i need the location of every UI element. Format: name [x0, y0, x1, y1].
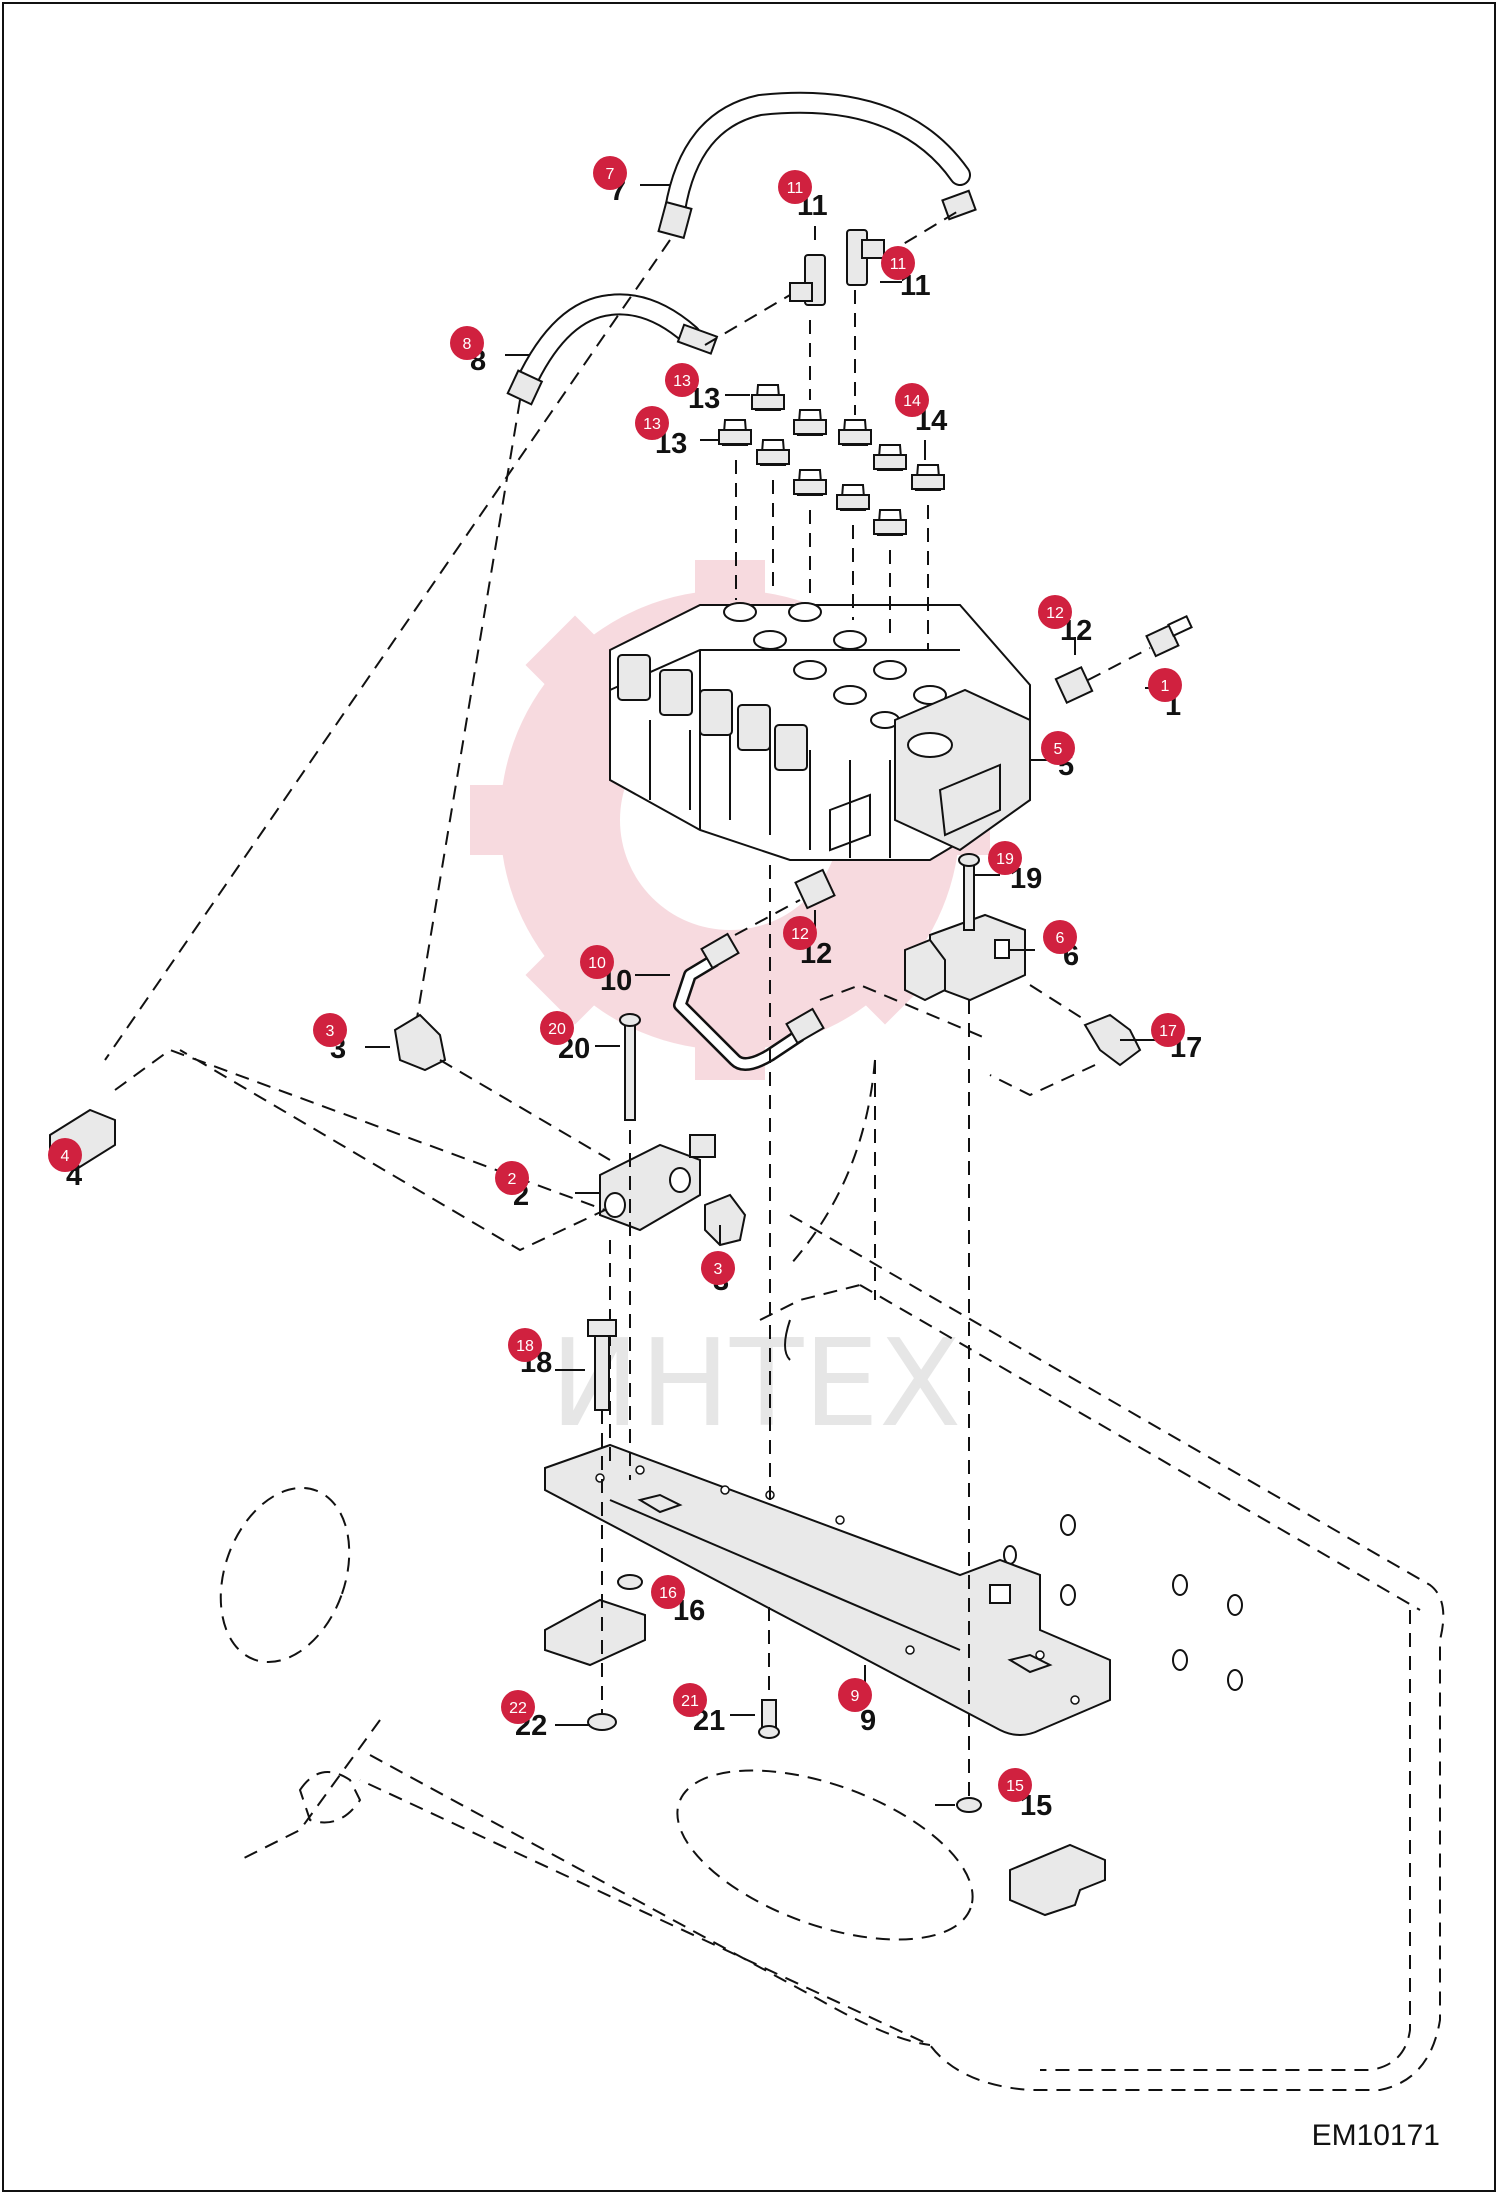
badge-1: 1 [1148, 668, 1182, 702]
svg-text:5: 5 [1054, 741, 1063, 758]
frame-holes [1003, 1514, 1243, 1691]
badge-12a: 12 [1038, 595, 1072, 629]
valve-fittings [718, 290, 945, 650]
svg-text:10: 10 [588, 955, 606, 972]
elbow-fitting [1083, 1013, 1142, 1067]
badge-11a: 11 [778, 170, 812, 204]
mounting-plate [544, 1443, 1111, 1736]
svg-text:13: 13 [673, 373, 691, 390]
solenoid-block [904, 853, 1026, 1800]
badge-17: 17 [1151, 1013, 1185, 1047]
watermark-text: ИНТЕХ [550, 1315, 961, 1454]
svg-text:21: 21 [681, 1693, 699, 1710]
label-9: 9 [860, 1705, 876, 1737]
badge-13b: 13 [635, 406, 669, 440]
svg-text:11: 11 [890, 256, 907, 273]
check-valve-block [599, 1013, 716, 1480]
badge-14: 14 [895, 383, 929, 417]
badge-10: 10 [580, 945, 614, 979]
svg-text:6: 6 [1056, 930, 1065, 947]
svg-text:11: 11 [787, 180, 804, 197]
svg-text:7: 7 [606, 166, 615, 183]
badge-3a: 3 [313, 1013, 347, 1047]
badge-9: 9 [838, 1678, 872, 1712]
svg-text:15: 15 [1006, 1778, 1024, 1795]
callout-badges: 1 2 3 3 4 5 6 7 8 9 10 11 11 12 12 13 13… [48, 156, 1185, 1802]
badge-13a: 13 [665, 363, 699, 397]
hoses [104, 91, 977, 1061]
badge-4: 4 [48, 1138, 82, 1172]
badge-3b: 3 [701, 1251, 735, 1285]
svg-text:1: 1 [1161, 678, 1170, 695]
elbow-fitting-3a [393, 1013, 447, 1072]
svg-text:3: 3 [714, 1261, 723, 1278]
badge-18: 18 [508, 1328, 542, 1362]
badge-19: 19 [988, 841, 1022, 875]
steel-tube [673, 899, 991, 1071]
lower-bracket [544, 1598, 646, 1667]
figure-id: EM10171 [1312, 2119, 1440, 2152]
badge-11b: 11 [881, 246, 915, 280]
badge-16: 16 [651, 1575, 685, 1609]
svg-text:9: 9 [851, 1688, 860, 1705]
svg-text:2: 2 [508, 1171, 517, 1188]
svg-text:3: 3 [326, 1023, 335, 1040]
tee-fitting [789, 229, 885, 306]
svg-text:12: 12 [791, 926, 809, 943]
badge-5: 5 [1041, 731, 1075, 765]
svg-text:17: 17 [1159, 1023, 1177, 1040]
machine-frame [219, 1059, 1445, 2091]
svg-text:22: 22 [509, 1700, 527, 1717]
svg-text:18: 18 [516, 1338, 534, 1355]
svg-text:13: 13 [643, 416, 661, 433]
badge-20: 20 [540, 1011, 574, 1045]
badge-8: 8 [450, 326, 484, 360]
badge-2: 2 [495, 1161, 529, 1195]
fasteners [587, 860, 982, 1813]
control-valve-assembly [609, 602, 1031, 861]
svg-text:20: 20 [548, 1021, 566, 1038]
elbow-fitting-3b [704, 1193, 747, 1247]
svg-text:19: 19 [996, 851, 1014, 868]
svg-text:14: 14 [903, 393, 921, 410]
badge-21: 21 [673, 1683, 707, 1717]
badge-12b: 12 [783, 916, 817, 950]
svg-text:12: 12 [1046, 605, 1064, 622]
right-fittings [1054, 615, 1193, 705]
svg-text:8: 8 [463, 336, 472, 353]
badge-6: 6 [1043, 920, 1077, 954]
svg-text:16: 16 [659, 1585, 677, 1602]
adapter-fitting [794, 868, 836, 910]
badge-7: 7 [593, 156, 627, 190]
svg-text:4: 4 [61, 1148, 70, 1165]
badge-22: 22 [501, 1690, 535, 1724]
badge-15: 15 [998, 1768, 1032, 1802]
